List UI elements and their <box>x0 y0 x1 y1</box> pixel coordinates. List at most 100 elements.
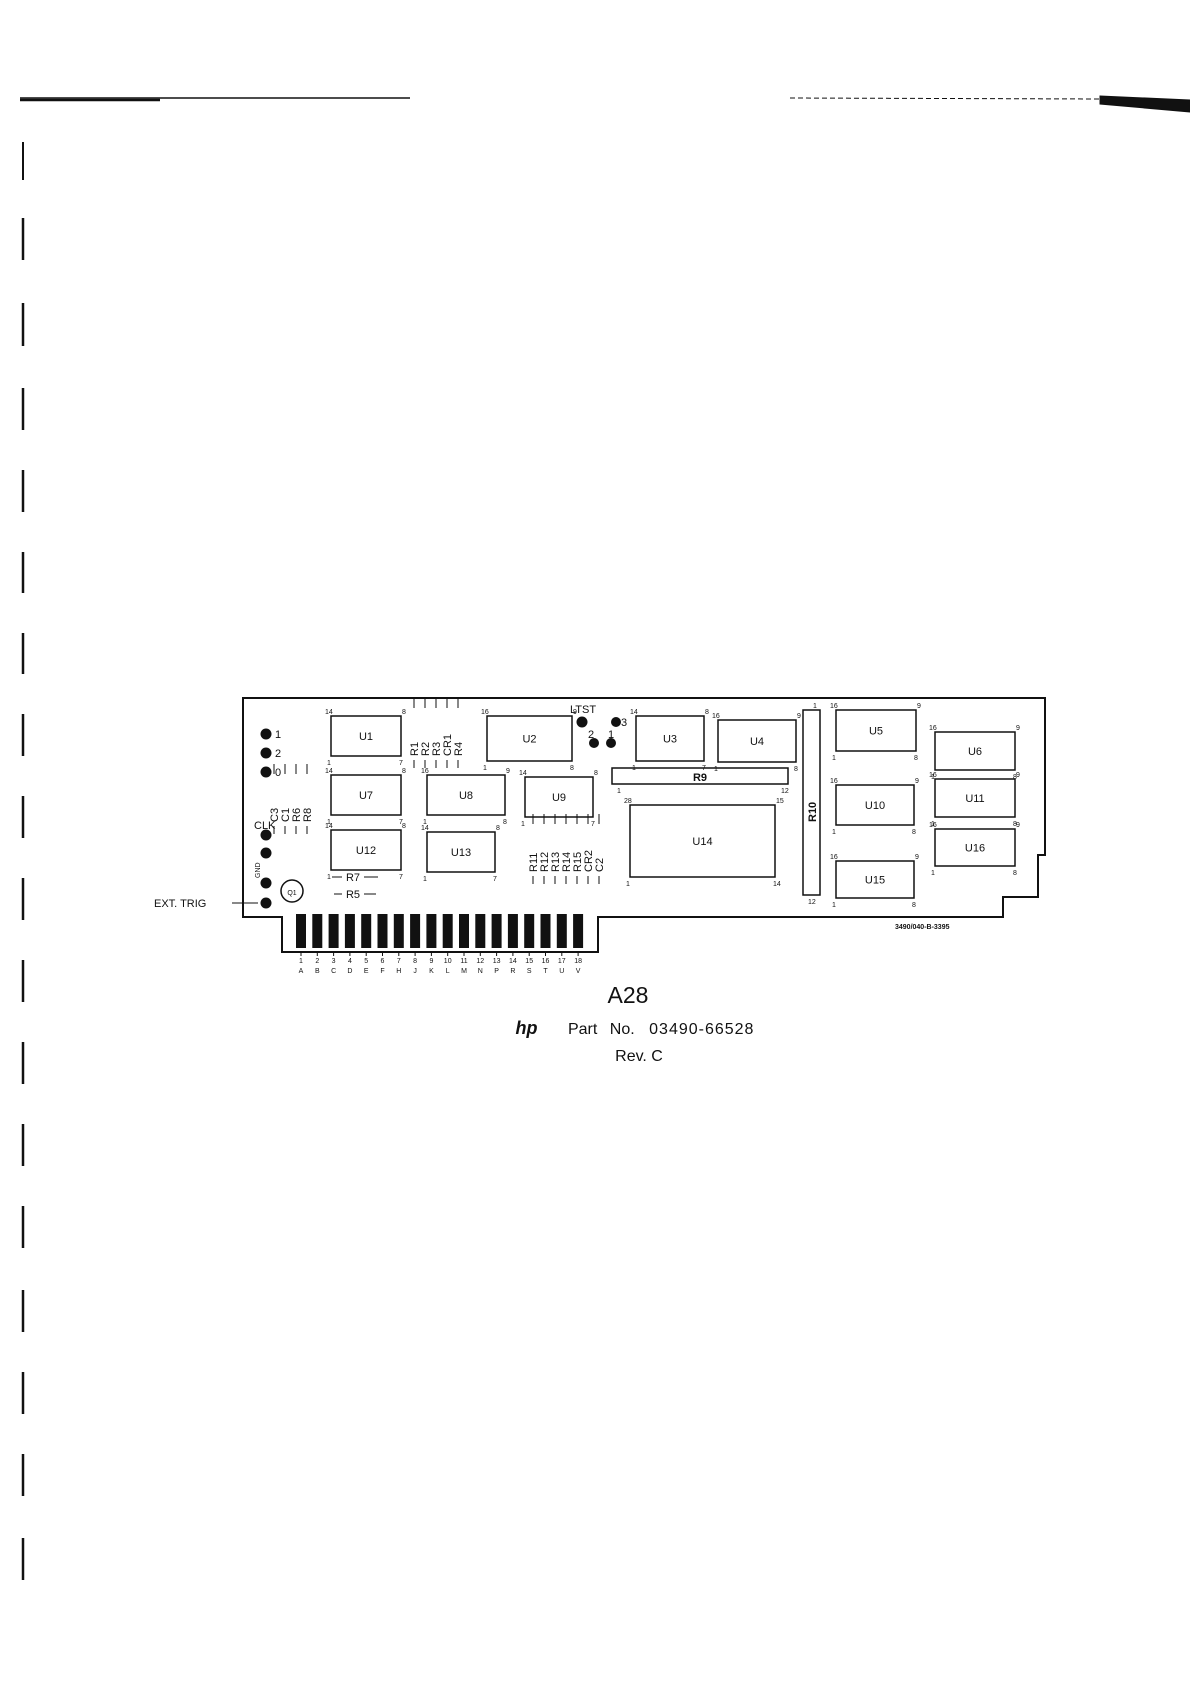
edge-finger <box>475 914 486 948</box>
ext-trig-label: EXT. TRIG <box>154 898 206 910</box>
chip-pin: 14 <box>773 881 781 888</box>
chip-label: U16 <box>965 843 985 855</box>
chip-pin: 7 <box>591 821 595 828</box>
edge-finger <box>507 914 518 948</box>
chip-pin: 9 <box>1016 772 1020 779</box>
tp-label-clk: CLK <box>254 820 276 832</box>
edge-pin-number: 7 <box>397 958 401 965</box>
chip-pin: 1 <box>832 902 836 909</box>
r7-label: R7 <box>346 872 360 884</box>
edge-pin-number: 10 <box>444 958 452 965</box>
tp-label-1: 1 <box>275 729 281 741</box>
chip-pin: 8 <box>402 768 406 775</box>
edge-finger <box>491 914 502 948</box>
component-label: R8 <box>302 808 314 822</box>
edge-finger <box>573 914 584 948</box>
r9-pin-1: 1 <box>617 788 621 795</box>
chip-pin: 1 <box>327 874 331 881</box>
chip-pin: 8 <box>914 755 918 762</box>
chip-pin: 8 <box>402 709 406 716</box>
chip-label: U4 <box>750 736 764 748</box>
chip-pin: 1 <box>832 755 836 762</box>
chip-pin: 9 <box>1016 822 1020 829</box>
chip-pin: 8 <box>503 819 507 826</box>
part-number: 03490-66528 <box>649 1021 755 1038</box>
component-label: CR1 <box>442 734 454 756</box>
tp-label-gnd: GND <box>255 862 262 878</box>
edge-pin-letter: L <box>446 968 450 975</box>
chip-pin: 1 <box>423 876 427 883</box>
edge-pin-number: 14 <box>509 958 517 965</box>
chip-pin: 1 <box>626 881 630 888</box>
chip-label: U2 <box>522 734 536 746</box>
edge-pin-letter: K <box>429 968 434 975</box>
chip-pin: 28 <box>624 798 632 805</box>
chip-label: U1 <box>359 731 373 743</box>
edge-finger <box>524 914 535 948</box>
chip-pin: 16 <box>830 854 838 861</box>
chip-pin: 7 <box>399 819 403 826</box>
chip-pin: 14 <box>325 709 333 716</box>
edge-pin-letter: J <box>413 968 417 975</box>
edge-finger <box>361 914 372 948</box>
edge-finger <box>344 914 355 948</box>
component-label: R6 <box>291 808 303 822</box>
chip-pin: 8 <box>1013 821 1017 828</box>
edge-pin-letter: T <box>543 968 548 975</box>
edge-finger <box>459 914 469 948</box>
edge-pin-number: 1 <box>299 958 303 965</box>
chip-label: U6 <box>968 746 982 758</box>
edge-pin-number: 12 <box>476 958 484 965</box>
component-label: R12 <box>539 852 551 872</box>
chip-pin: 16 <box>929 772 937 779</box>
ltst-tp-2: 2 <box>588 729 594 741</box>
component-label: C3 <box>269 808 281 822</box>
edge-pin-letter: P <box>494 968 499 975</box>
chip-pin: 1 <box>327 760 331 767</box>
r9-pin-12: 12 <box>781 788 789 795</box>
edge-finger <box>377 914 388 948</box>
chip-pin: 9 <box>915 854 919 861</box>
component-label: C1 <box>280 808 292 822</box>
component-label: R13 <box>550 852 562 872</box>
chip-pin: 8 <box>594 770 598 777</box>
edge-finger <box>393 914 404 948</box>
no-label: No. <box>609 1021 635 1038</box>
edge-finger <box>540 914 551 948</box>
edge-finger <box>426 914 437 948</box>
part-label: Part <box>567 1021 598 1038</box>
chip-pin: 1 <box>931 774 935 781</box>
chip-pin: 14 <box>421 825 429 832</box>
component-label: R14 <box>561 852 573 872</box>
tp-label-2: 2 <box>275 748 281 760</box>
chip-pin: 14 <box>325 823 333 830</box>
q1-label: Q1 <box>287 890 296 897</box>
chip-label: U5 <box>869 726 883 738</box>
component-label: R11 <box>528 853 540 872</box>
component-label: CR2 <box>583 850 595 872</box>
chip-pin: 8 <box>912 902 916 909</box>
chip-label: U14 <box>692 836 712 848</box>
r10-pin-12: 12 <box>808 899 816 906</box>
edge-pin-letter: D <box>347 968 352 975</box>
edge-pin-number: 6 <box>381 958 385 965</box>
edge-pin-letter: S <box>527 968 532 975</box>
edge-pin-letter: V <box>576 968 581 975</box>
edge-pin-number: 13 <box>493 958 501 965</box>
chip-pin: 8 <box>1013 870 1017 877</box>
edge-finger <box>410 914 421 948</box>
edge-pin-letter: C <box>331 968 336 975</box>
edge-pin-letter: U <box>559 968 564 975</box>
chip-pin: 14 <box>630 709 638 716</box>
component-label: R15 <box>572 852 584 872</box>
edge-finger <box>328 914 339 948</box>
edge-pin-number: 17 <box>558 958 566 965</box>
chip-label: U3 <box>663 734 677 746</box>
edge-finger <box>312 914 323 948</box>
